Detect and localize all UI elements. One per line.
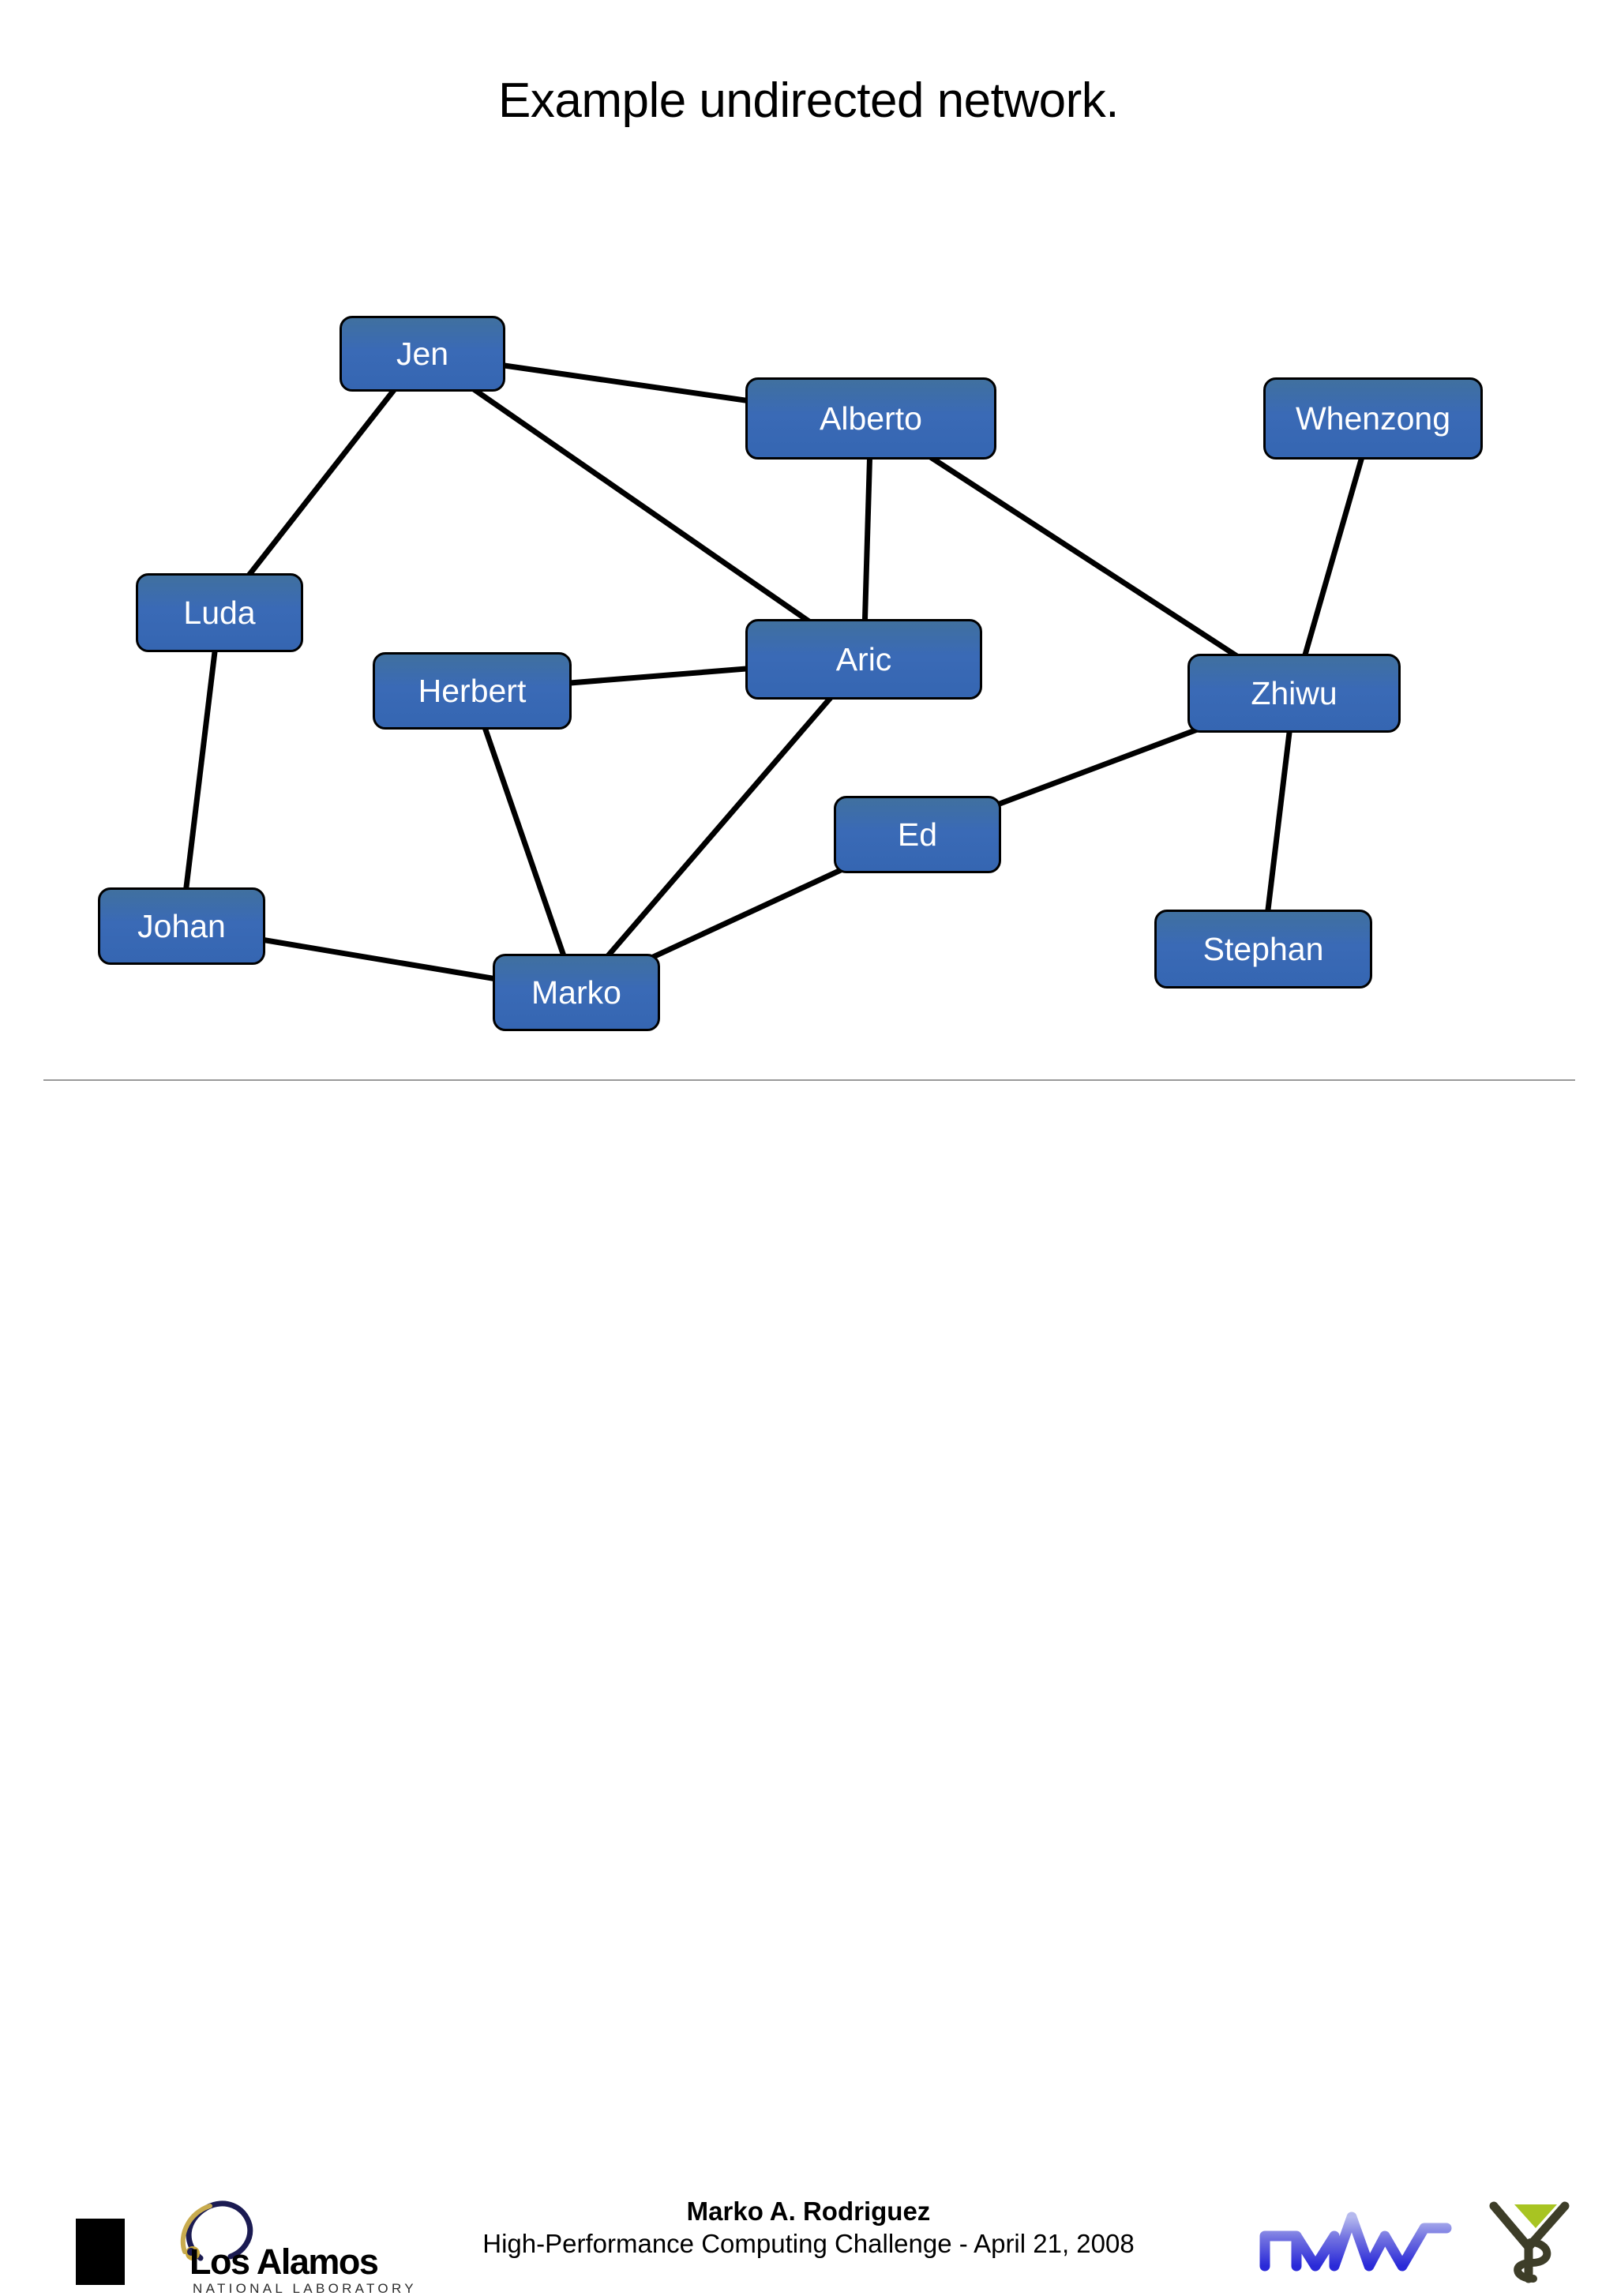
graph-edge	[574, 657, 866, 995]
graph-node-label: Marko	[531, 974, 621, 1011]
graph-node-zhiwu[interactable]: Zhiwu	[1187, 654, 1401, 733]
graph-node-label: Luda	[183, 594, 256, 631]
graph-node-label: Whenzong	[1295, 400, 1450, 437]
footer: Los Alamos NATIONAL LABORATORY Marko A. …	[0, 1090, 1617, 2295]
graph-node-whenzong[interactable]: Whenzong	[1263, 377, 1483, 460]
los-alamos-logo: Los Alamos NATIONAL LABORATORY	[172, 2200, 414, 2295]
footer-divider	[43, 1079, 1575, 1081]
graph-node-aric[interactable]: Aric	[745, 619, 982, 700]
graph-node-label: Herbert	[418, 672, 527, 709]
graph-edge	[1291, 418, 1376, 694]
graph-node-label: Stephan	[1202, 930, 1324, 967]
footer-event: High-Performance Computing Challenge - A…	[482, 2229, 1135, 2259]
graph-node-label: Zhiwu	[1251, 674, 1337, 711]
graph-node-label: Johan	[137, 907, 226, 944]
graph-edge	[178, 612, 223, 927]
graph-edge	[217, 351, 425, 615]
graph-edge	[421, 351, 865, 662]
graph-node-jen[interactable]: Jen	[340, 316, 505, 392]
cnls-logo-icon	[1259, 2212, 1452, 2272]
graph-node-alberto[interactable]: Alberto	[745, 377, 996, 460]
graph-node-label: Ed	[897, 816, 938, 853]
los-alamos-subtitle: NATIONAL LABORATORY	[193, 2281, 417, 2296]
graph-node-label: Jen	[396, 335, 449, 372]
y-mark-logo-icon	[1489, 2201, 1570, 2283]
graph-node-ed[interactable]: Ed	[834, 796, 1001, 873]
graph-edge	[1260, 692, 1297, 950]
graph-node-herbert[interactable]: Herbert	[373, 652, 572, 730]
los-alamos-wordmark: Los Alamos	[189, 2242, 379, 2282]
graph-node-stephan[interactable]: Stephan	[1154, 910, 1372, 989]
graph-edge	[869, 416, 1296, 696]
footer-text-block: Marko A. Rodriguez High-Performance Comp…	[414, 2195, 1203, 2260]
page-title: Example undirected network.	[497, 73, 1120, 128]
graph-node-luda[interactable]: Luda	[136, 573, 303, 652]
graph-node-label: Aric	[835, 640, 892, 677]
black-square-mark	[76, 2219, 125, 2285]
graph-node-label: Alberto	[820, 400, 922, 437]
graph-edge	[469, 689, 580, 994]
graph-node-marko[interactable]: Marko	[493, 954, 660, 1031]
footer-author: Marko A. Rodriguez	[686, 2197, 931, 2226]
graph-node-johan[interactable]: Johan	[98, 887, 265, 965]
